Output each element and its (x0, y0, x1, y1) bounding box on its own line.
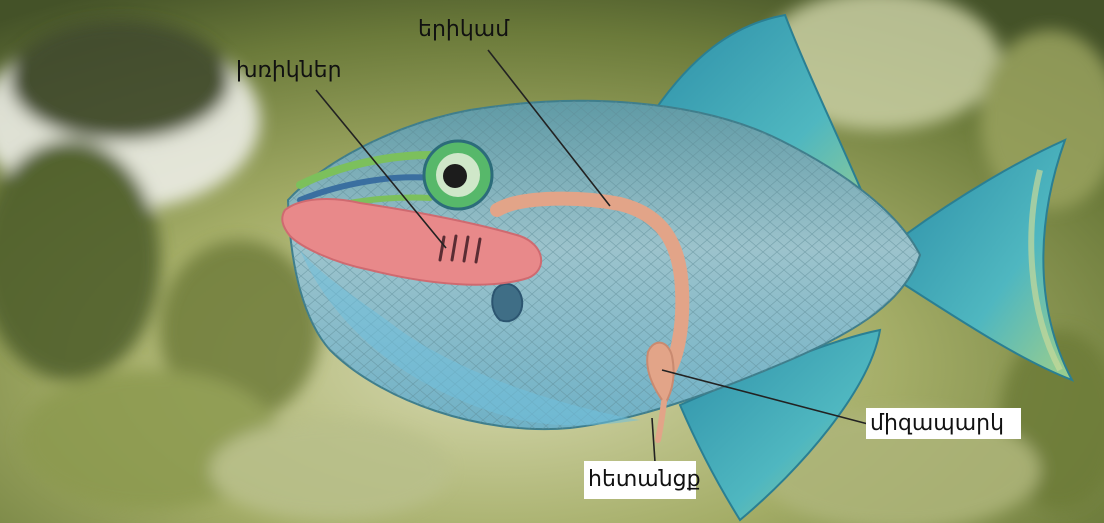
label-gills: խռիկներ (236, 60, 342, 82)
label-bladder: միզապարկ (866, 408, 1021, 439)
pectoral-fin (492, 284, 522, 321)
label-anus: հետանցք (584, 461, 696, 499)
fish-eye (424, 141, 492, 209)
label-kidney: երիկամ (418, 19, 509, 41)
